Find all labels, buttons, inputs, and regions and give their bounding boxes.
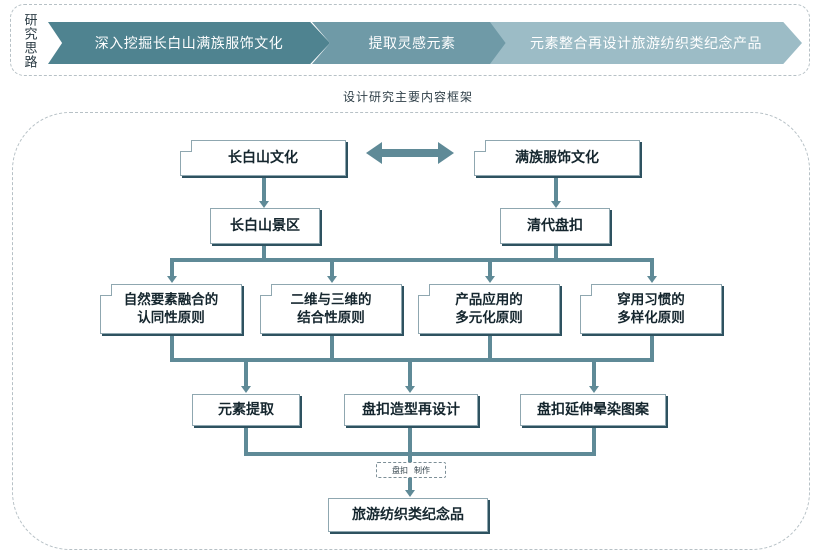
tag-text-2: 制作 xyxy=(414,465,430,475)
connector-line xyxy=(170,258,174,278)
process-tag: 盘扣 制作 xyxy=(376,462,446,478)
connector-line xyxy=(262,176,266,202)
principle-line-2: 认同性原则 xyxy=(137,310,205,326)
connector-line xyxy=(488,258,492,278)
node-qing-pankou: 清代盘扣 xyxy=(500,208,610,244)
arrow-down-icon xyxy=(405,386,415,393)
principle-line-2: 多元化原则 xyxy=(455,310,523,326)
research-path-label: 研究思路 xyxy=(21,13,37,69)
principle-line-1: 二维与三维的 xyxy=(290,291,372,308)
principle-text: 穿用习惯的 多样化原则 xyxy=(617,291,685,327)
connector-line xyxy=(488,334,492,360)
arrow-down-icon xyxy=(241,386,251,393)
connector-bus xyxy=(170,258,654,262)
box-notch xyxy=(259,283,272,296)
box-notch xyxy=(579,283,592,296)
principle-text: 二维与三维的 结合性原则 xyxy=(291,291,372,327)
box-notch xyxy=(179,139,192,152)
connector-line xyxy=(330,334,334,360)
arrow-down-icon xyxy=(259,201,269,208)
node-label: 满族服饰文化 xyxy=(515,149,599,166)
node-changbai-culture: 长白山文化 xyxy=(179,139,346,176)
principle-text: 自然要素融合的 认同性原则 xyxy=(124,291,219,327)
box-notch xyxy=(473,139,486,152)
connector-bus xyxy=(170,358,654,362)
research-step-3: 元素整合再设计旅游纺织类纪念产品 xyxy=(490,22,802,64)
connector-line xyxy=(592,426,596,454)
output-souvenir: 旅游纺织类纪念品 xyxy=(328,498,488,532)
arrow-down-icon xyxy=(327,276,337,283)
arrow-down-icon xyxy=(589,386,599,393)
research-step-1: 深入挖掘长白山满族服饰文化 xyxy=(48,22,330,64)
connector-line xyxy=(650,334,654,360)
connector-line xyxy=(262,244,266,260)
node-changbai-scenic: 长白山景区 xyxy=(210,208,320,244)
principle-line-2: 多样化原则 xyxy=(617,310,685,326)
principle-line-1: 自然要素融合的 xyxy=(123,291,219,308)
arrow-down-icon xyxy=(485,276,495,283)
arrow-down-icon xyxy=(405,490,415,497)
principle-combination: 二维与三维的 结合性原则 xyxy=(259,283,402,334)
connector-line xyxy=(592,358,596,388)
connector-line xyxy=(554,244,558,260)
framework-container xyxy=(12,112,810,550)
arrow-down-icon xyxy=(647,276,657,283)
connector-line xyxy=(244,358,248,388)
node-label: 盘扣造型再设计 xyxy=(362,401,460,418)
box-notch xyxy=(99,283,112,296)
node-label: 旅游纺织类纪念品 xyxy=(352,506,464,523)
connector-line xyxy=(408,358,412,388)
node-label: 长白山景区 xyxy=(230,217,300,234)
principle-line-1: 穿用习惯的 xyxy=(617,291,685,308)
node-label: 清代盘扣 xyxy=(527,217,583,234)
connector-line xyxy=(170,334,174,360)
principle-variety: 穿用习惯的 多样化原则 xyxy=(579,283,722,334)
method-element-extraction: 元素提取 xyxy=(192,394,300,426)
research-path-bar xyxy=(10,4,810,76)
node-manchu-costume-culture: 满族服饰文化 xyxy=(473,139,640,176)
node-label: 元素提取 xyxy=(218,401,274,418)
arrow-down-icon xyxy=(167,276,177,283)
node-label: 盘扣延伸晕染图案 xyxy=(537,401,649,418)
box-notch xyxy=(417,283,430,296)
principle-line-2: 结合性原则 xyxy=(297,310,365,326)
framework-title: 设计研究主要内容框架 xyxy=(250,88,566,108)
principle-identity: 自然要素融合的 认同性原则 xyxy=(99,283,242,334)
tag-text-1: 盘扣 xyxy=(392,465,408,475)
node-label: 长白山文化 xyxy=(228,149,298,166)
method-pankou-redesign: 盘扣造型再设计 xyxy=(344,394,478,426)
connector-bus xyxy=(244,452,596,456)
double-arrow-icon xyxy=(366,142,454,164)
principle-diversification: 产品应用的 多元化原则 xyxy=(417,283,560,334)
connector-line xyxy=(244,426,248,454)
connector-line xyxy=(650,258,654,278)
connector-line xyxy=(408,426,412,494)
method-pankou-pattern: 盘扣延伸晕染图案 xyxy=(520,394,666,426)
connector-line xyxy=(330,258,334,278)
connector-line xyxy=(554,176,558,202)
arrow-down-icon xyxy=(551,201,561,208)
principle-line-1: 产品应用的 xyxy=(455,291,523,308)
principle-text: 产品应用的 多元化原则 xyxy=(455,291,523,327)
research-step-2: 提取灵感元素 xyxy=(312,22,512,64)
